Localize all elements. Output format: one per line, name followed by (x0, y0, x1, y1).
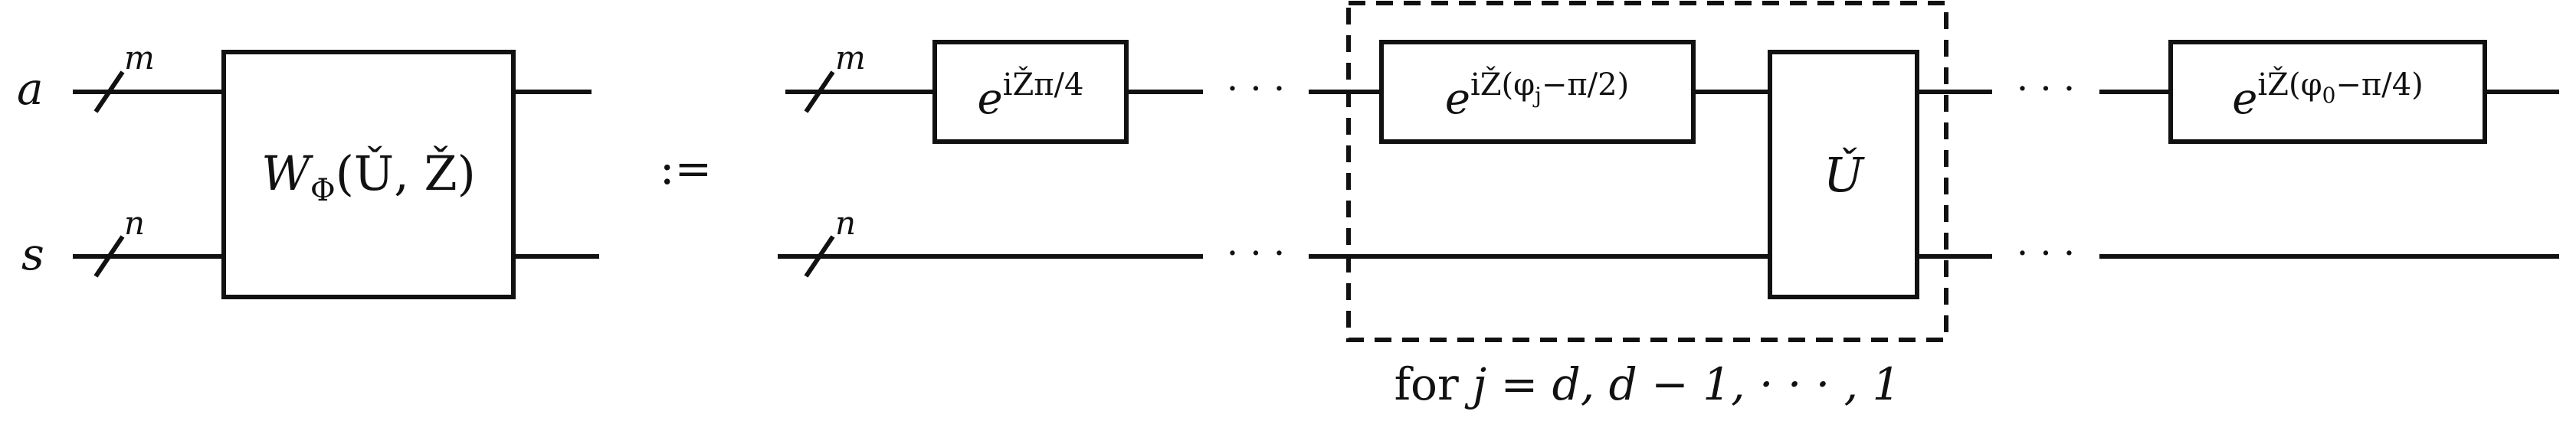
rhs-register-slash-s (804, 235, 835, 278)
gate-phase-phi-0-label: eiŽ(φ0−π/4) (2232, 67, 2424, 124)
rhs-register-size-n: n (835, 204, 856, 242)
gate-phase-pi-over-4-label: eiŽπ/4 (978, 67, 1084, 124)
ellipsis-s-2: · · · (2017, 232, 2075, 275)
ellipsis-a-1: · · · (1227, 67, 1285, 110)
lhs-register-slash-s (93, 235, 125, 278)
gate-U-label: Ǔ (1824, 147, 1865, 203)
loop-caption: for j = d, d − 1, · · · , 1 (1395, 358, 1901, 410)
gate-W-phi (221, 50, 516, 299)
definition-symbol: := (660, 142, 712, 194)
gate-phase-phi-j (1379, 40, 1696, 144)
wire-label-s: s (21, 228, 44, 280)
lhs-register-size-n: n (124, 204, 145, 242)
rhs-register-size-m: m (835, 39, 866, 77)
gate-phase-phi-0 (2168, 40, 2487, 144)
gate-W-phi-label: WΦ(Ǔ, Ž) (261, 145, 476, 208)
gate-phase-phi-j-label: eiŽ(φj−π/2) (1445, 67, 1629, 124)
lhs-register-size-m: m (124, 39, 155, 77)
gate-U (1768, 50, 1919, 299)
wire-label-a: a (17, 63, 44, 115)
lhs-register-slash-a (93, 70, 125, 113)
rhs-register-slash-a (804, 70, 835, 113)
gate-phase-pi-over-4 (932, 40, 1129, 144)
ellipsis-a-2: · · · (2017, 67, 2075, 110)
ellipsis-s-1: · · · (1227, 232, 1285, 275)
